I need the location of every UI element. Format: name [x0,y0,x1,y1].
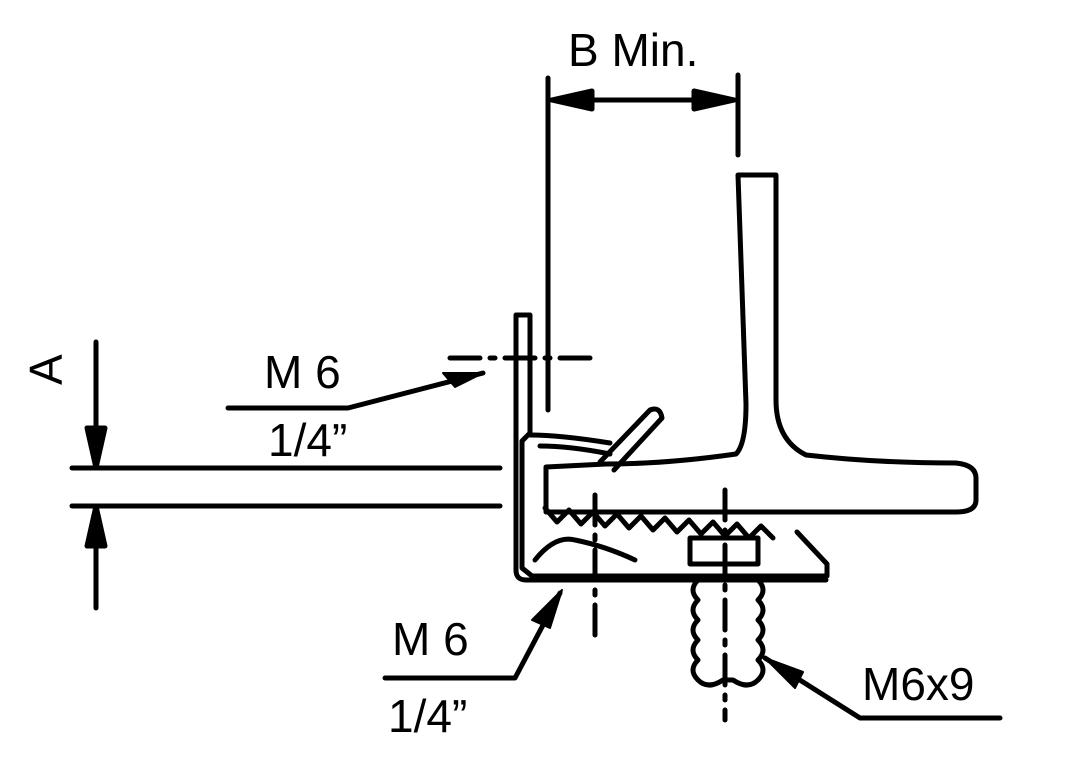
m6-top-label: M 6 [264,346,341,398]
leader-m6-top [225,370,486,411]
a-dimension [69,339,503,611]
quarter-inch-bottom-label: 1/4” [388,690,467,742]
b-min-dimension [545,72,741,413]
quarter-inch-top-label: 1/4” [268,414,347,466]
m6-bottom-label: M 6 [392,613,469,665]
b-min-label: B Min. [568,24,698,76]
t-profile [543,172,979,515]
m6x9-label: M6x9 [862,658,974,710]
screw [690,577,766,688]
a-label: A [20,354,72,385]
l-bracket [513,312,830,583]
serrated-base [542,505,776,541]
spring-tab [597,406,665,473]
